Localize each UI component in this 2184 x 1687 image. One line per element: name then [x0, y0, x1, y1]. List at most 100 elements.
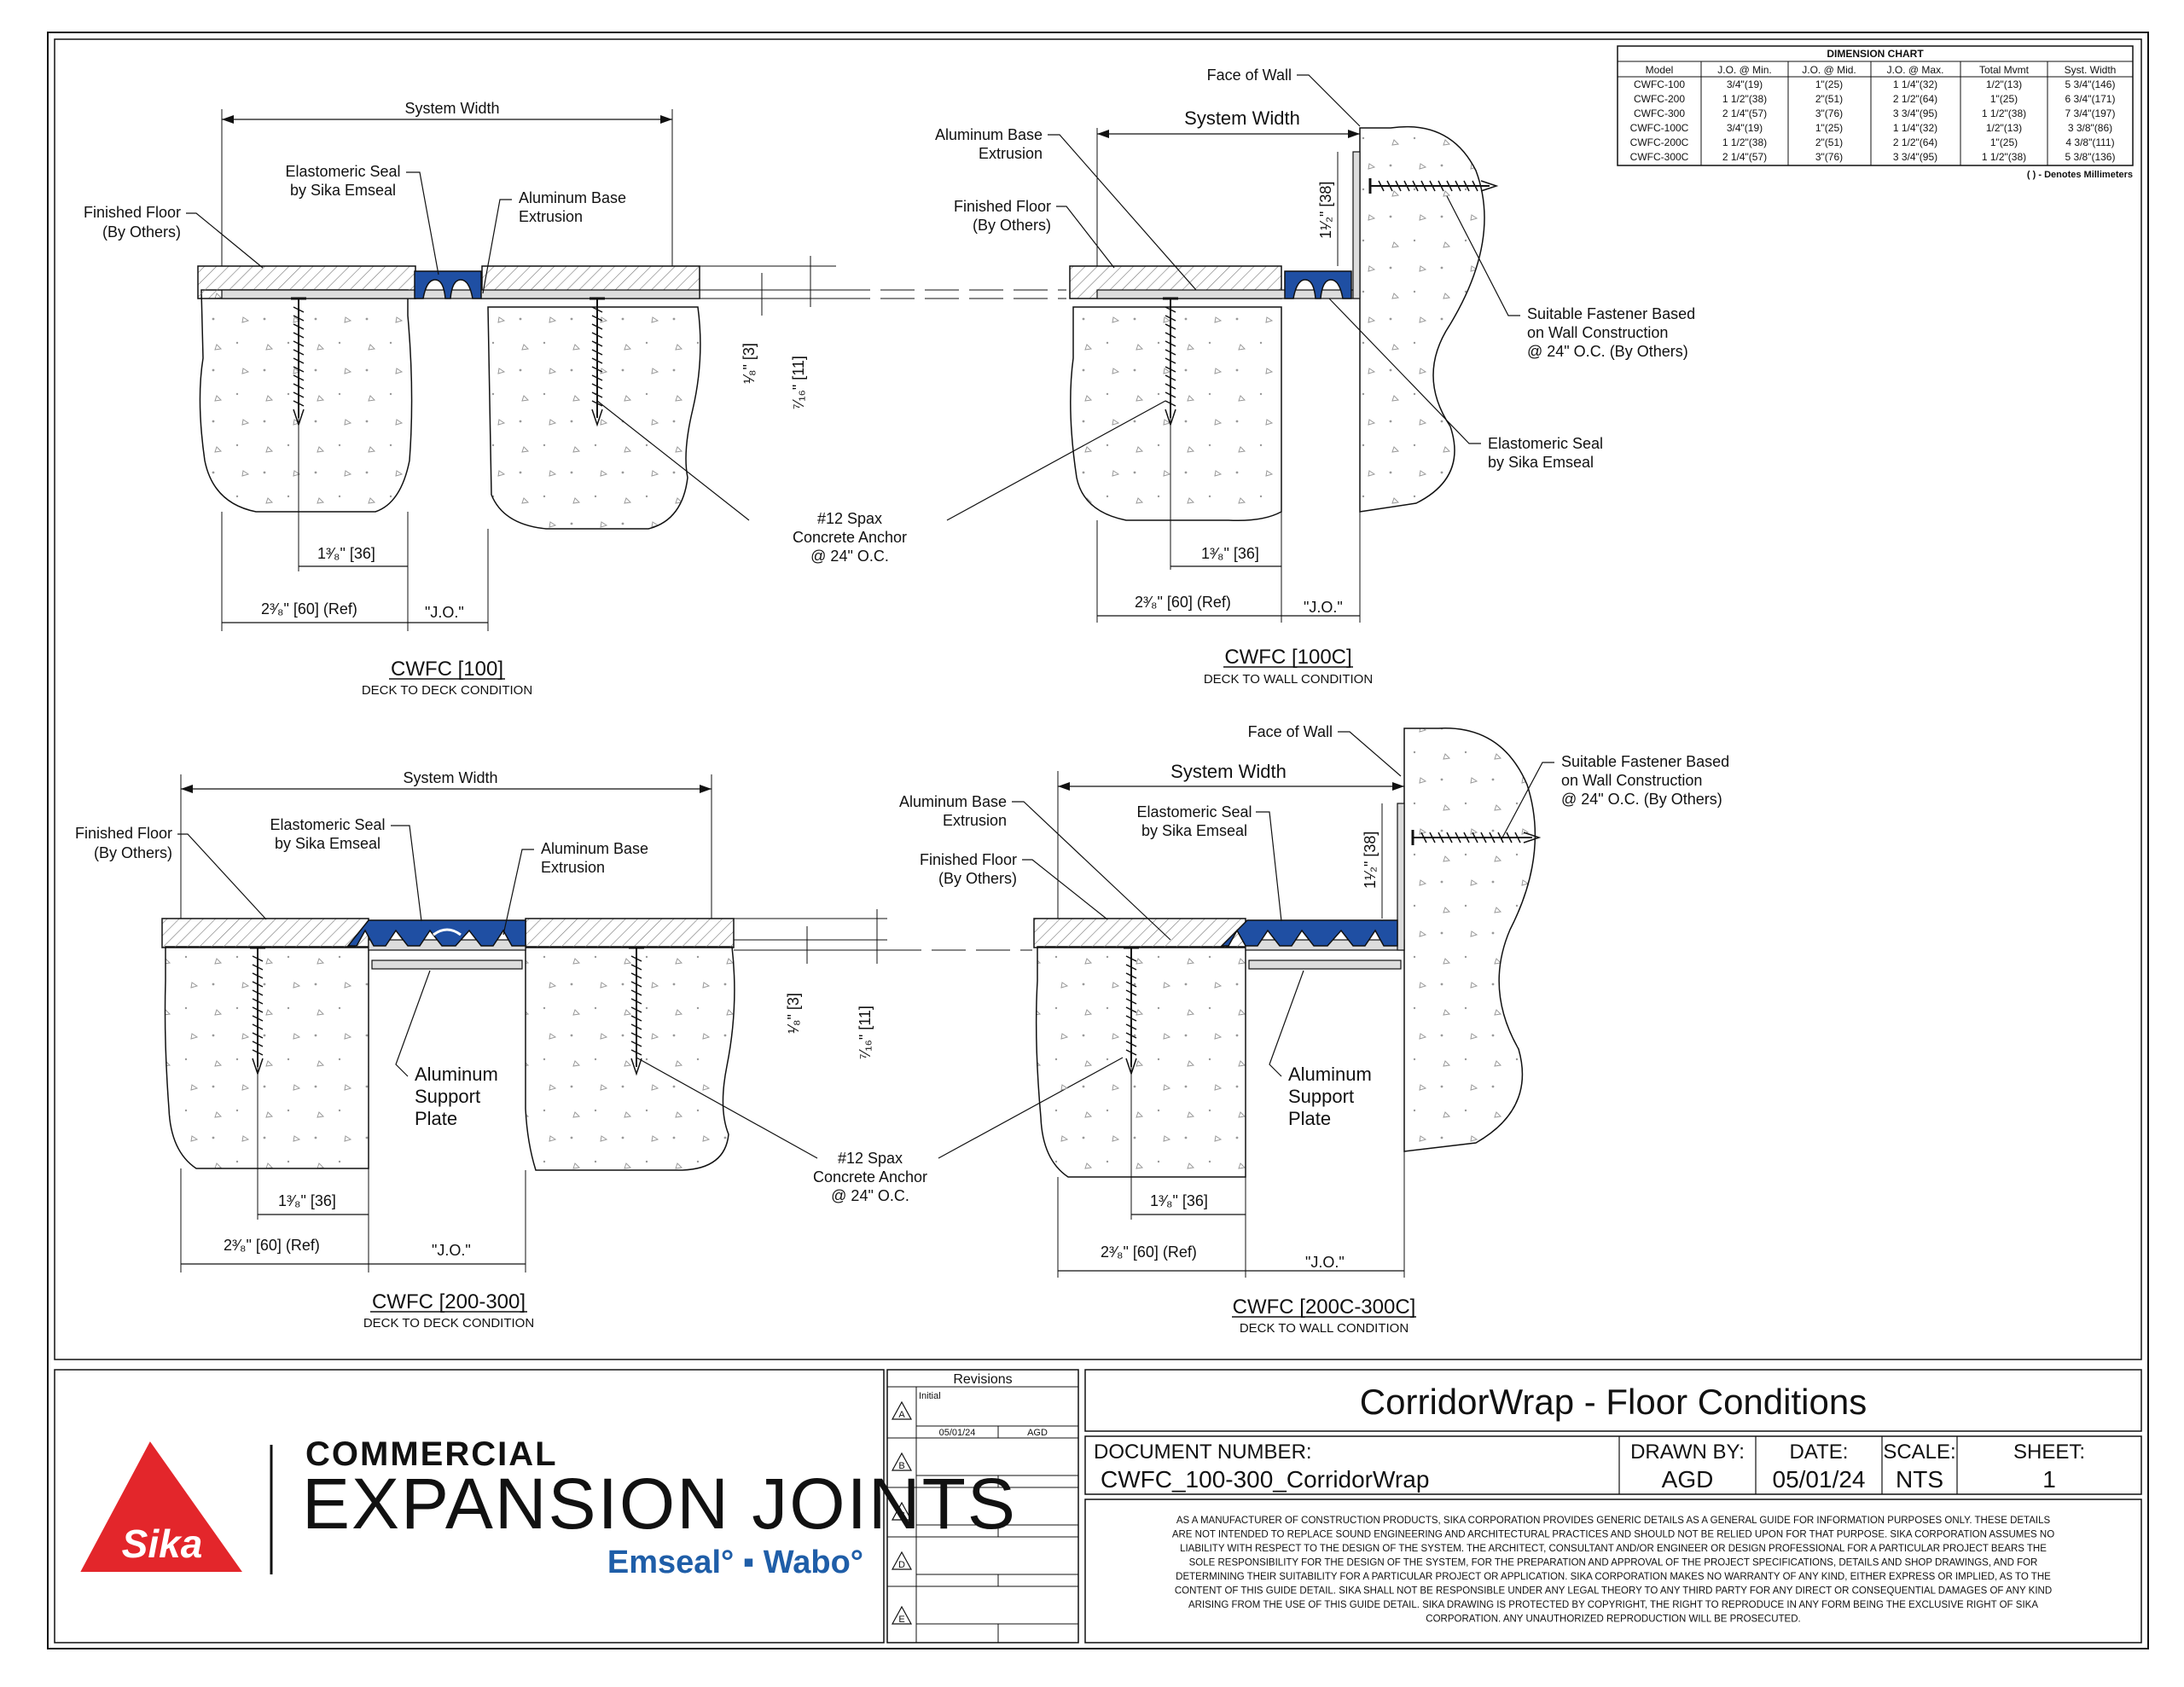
finished-floor-label: Finished Floor	[954, 198, 1051, 215]
drawn-by: AGD	[1662, 1466, 1714, 1493]
finished-floor	[1033, 918, 1246, 948]
doc-number-label: DOCUMENT NUMBER:	[1094, 1441, 1312, 1464]
dim-jo: "J.O."	[432, 1242, 471, 1259]
revision-marker: A	[898, 1410, 905, 1420]
detail-cwfc-200c-300c: System Width Face of Wall 1¹⁄₂" [38] Alu…	[899, 723, 1729, 1336]
chart-cell: 1"(25)	[1990, 93, 2018, 105]
chart-header-cell: Model	[1646, 64, 1674, 76]
finished-floor-label: (By Others)	[973, 217, 1051, 234]
doc-number: CWFC_100-300_CorridorWrap	[1101, 1466, 1429, 1493]
detail-subtitle: DECK TO DECK CONDITION	[362, 683, 532, 698]
chart-cell: 2 1/4"(57)	[1722, 151, 1767, 163]
detail-title: CWFC [200-300]	[372, 1290, 526, 1313]
aluminum-support-plate	[1248, 959, 1402, 970]
chart-cell: 3 3/8"(86)	[2068, 122, 2112, 134]
anchor-label: @ 24" O.C.	[810, 548, 889, 565]
support-plate-label: Support	[1288, 1086, 1354, 1107]
chart-cell: 4 3/8"(111)	[2065, 136, 2114, 148]
fastener-label: on Wall Construction	[1561, 772, 1702, 789]
chart-header-cell: Total Mvmt	[1979, 64, 2030, 76]
scale-value: NTS	[1896, 1466, 1943, 1493]
wall-leg	[1352, 151, 1361, 299]
chart-cell: 3"(76)	[1815, 151, 1843, 163]
wall	[1403, 728, 1536, 1152]
base-extrusion-label: Extrusion	[979, 145, 1043, 162]
base-extrusion-label: Extrusion	[943, 812, 1007, 829]
outer-border	[47, 32, 2149, 1649]
disclaimer-line: DETERMINING THEIR SUITABILITY FOR A PART…	[1176, 1572, 2051, 1582]
chart-header-cell: J.O. @ Max.	[1887, 64, 1944, 76]
drawing-border	[54, 38, 2142, 1360]
fastener-label: Suitable Fastener Based	[1527, 305, 1695, 322]
concrete-slab	[525, 946, 735, 1171]
dim-1-1-2: 1¹⁄₂" [38]	[1317, 182, 1334, 239]
dim-2-3-8: 2³⁄₈" [60] (Ref)	[224, 1237, 320, 1254]
revision-triangle-icon	[891, 1605, 913, 1625]
dim-2-3-8: 2³⁄₈" [60] (Ref)	[261, 600, 357, 617]
detail-cwfc-100c: System Width Face of Wall 1¹⁄₂" [38] Alu…	[935, 67, 1695, 687]
finished-floor-label: Finished Floor	[75, 825, 172, 842]
sheet-value: 1	[2042, 1466, 2056, 1493]
disclaimer-line: CORPORATION. ANY UNAUTHORIZED REPRODUCTI…	[1426, 1615, 1800, 1625]
dim-1-3-8: 1³⁄₈" [36]	[1150, 1192, 1208, 1209]
finished-floor-label: (By Others)	[94, 844, 172, 861]
logo-text: Sika	[122, 1522, 203, 1566]
chart-cell: 5 3/8"(136)	[2065, 151, 2116, 163]
dim-2-3-8: 2³⁄₈" [60] (Ref)	[1135, 594, 1231, 611]
revision-triangle-icon	[891, 1551, 913, 1570]
fastener-label: @ 24" O.C. (By Others)	[1527, 343, 1688, 360]
detail-title: CWFC [100]	[391, 658, 503, 681]
sika-logo: Sika	[80, 1441, 242, 1572]
finished-floor	[525, 918, 735, 948]
seal-label: by Sika Emseal	[1488, 454, 1594, 471]
dim-seven-sixteenths: ⁷⁄₁₆" [11]	[857, 1006, 874, 1059]
disclaimer-line: AS A MANUFACTURER OF CONSTRUCTION PRODUC…	[1176, 1516, 2051, 1526]
disclaimer-line: ARISING FROM THE USE OF THIS GUIDE DETAI…	[1188, 1600, 2038, 1610]
support-plate-label: Aluminum	[1288, 1064, 1372, 1085]
seal-label: Elastomeric Seal	[285, 163, 400, 180]
drawing-title: CorridorWrap - Floor Conditions	[1360, 1382, 1867, 1422]
revision-marker: D	[898, 1560, 905, 1570]
revision-triangle-icon	[891, 1400, 913, 1420]
system-width-label: System Width	[404, 100, 499, 117]
chart-header-cell: Syst. Width	[2065, 64, 2117, 76]
dim-jo: "J.O."	[425, 604, 464, 621]
disclaimer-line: CONTENT OF THIS GUIDE DETAIL. SIKA SHALL…	[1175, 1586, 2052, 1597]
detail-subtitle: DECK TO WALL CONDITION	[1204, 672, 1373, 687]
revision-a-date: 05/01/24	[939, 1428, 976, 1438]
seal-label: by Sika Emseal	[275, 835, 380, 852]
disclaimer-line: LIABILITY WITH RESPECT TO THE DESIGN OF …	[1180, 1544, 2047, 1554]
brand-line-1: COMMERCIAL	[305, 1435, 558, 1473]
chart-cell: 1 1/2"(38)	[1982, 107, 2026, 119]
drawn-by-label: DRAWN BY:	[1630, 1441, 1745, 1464]
detail-title: CWFC [200C-300C]	[1233, 1296, 1416, 1319]
elastomeric-seal	[1284, 270, 1352, 299]
revisions-title: Revisions	[953, 1372, 1012, 1387]
date-label: DATE:	[1790, 1441, 1849, 1464]
chart-cell: 1"(25)	[1815, 122, 1843, 134]
support-plate-label: Aluminum	[415, 1064, 498, 1085]
revision-triangle-icon	[891, 1452, 913, 1471]
revision-marker: C	[898, 1510, 905, 1521]
dim-1-1-2: 1¹⁄₂" [38]	[1362, 832, 1379, 889]
chart-cell: 3/4"(19)	[1727, 122, 1763, 134]
seal-label: Elastomeric Seal	[1488, 435, 1603, 452]
seal-label: Elastomeric Seal	[270, 816, 385, 833]
chart-cell: CWFC-200	[1634, 93, 1685, 105]
chart-cell: 2"(51)	[1815, 136, 1843, 148]
finished-floor-label: Finished Floor	[84, 204, 181, 221]
finished-floor	[161, 918, 369, 948]
chart-cell: 1 1/2"(38)	[1722, 93, 1767, 105]
finished-floor-label: Finished Floor	[920, 851, 1017, 868]
brand-panel	[54, 1369, 885, 1644]
scale-label: SCALE:	[1883, 1441, 1955, 1464]
support-plate-label: Plate	[1288, 1108, 1331, 1129]
support-plate-label: Plate	[415, 1108, 457, 1129]
disclaimer-line: ARE NOT INTENDED TO REPLACE SOUND ENGINE…	[1172, 1530, 2054, 1540]
chart-cell: 6 3/4"(171)	[2065, 93, 2116, 105]
base-extrusion-label: Aluminum Base	[519, 189, 626, 206]
revision-marker: E	[898, 1615, 904, 1625]
millimeters-note: ( ) - Denotes Millimeters	[2027, 170, 2133, 180]
anchor-label: Concrete Anchor	[793, 529, 907, 546]
wall-leg	[1397, 803, 1405, 951]
